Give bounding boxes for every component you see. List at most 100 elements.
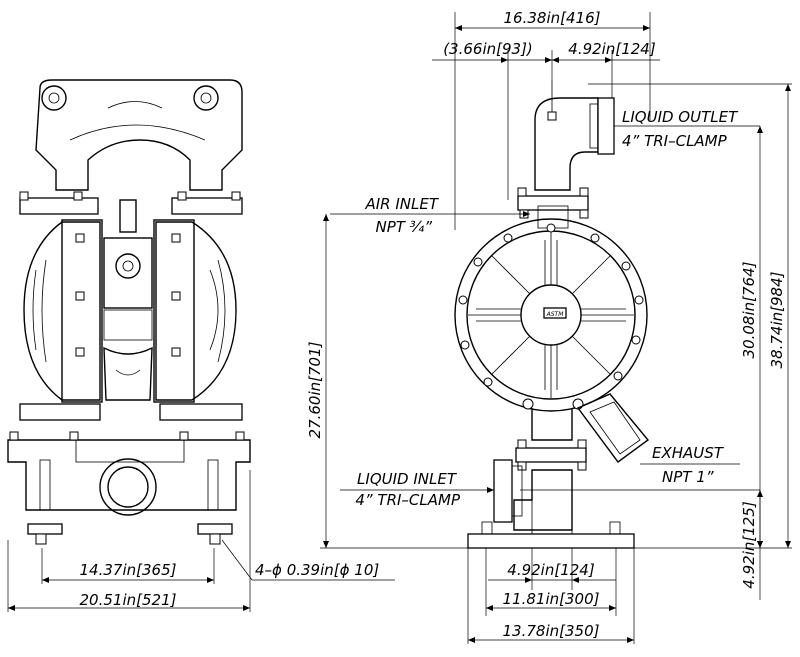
- base-stud-left: [481, 521, 493, 535]
- right-diaphragm-chamber: [155, 221, 237, 401]
- center-air-valve: [103, 237, 153, 309]
- bolt: [75, 347, 85, 357]
- center-lower-body: [103, 346, 153, 401]
- mount-holes-label: 4–ϕ 0.39in[ϕ 10]: [255, 561, 379, 579]
- side-dimensions: 16.38in[416] (3.66in[93]) 4.92in[124] LI…: [306, 9, 792, 644]
- air-inlet-fitting-front: [119, 199, 137, 233]
- manifold-contour: [69, 124, 206, 141]
- dim-arrows: [501, 57, 612, 63]
- front-bolt-span-label: 14.37in[365]: [80, 561, 177, 579]
- bolt: [473, 257, 483, 267]
- bolt: [547, 111, 557, 121]
- bolt: [577, 439, 587, 449]
- air-inlet-height-label: 27.60in[701]: [306, 341, 324, 438]
- bolt: [634, 295, 644, 305]
- exhaust-conn-label: NPT 1”: [662, 468, 714, 486]
- overall-height-label: 38.74in[984]: [768, 271, 786, 368]
- bolt: [621, 261, 631, 271]
- foot-right: [197, 523, 233, 535]
- lower-flange-left: [19, 403, 101, 421]
- bolt: [69, 431, 79, 441]
- chamber-spokes: [468, 232, 634, 398]
- outlet-height-label: 30.08in[764]: [740, 261, 758, 358]
- side-lower-neck: [531, 408, 573, 441]
- front-overall-width-label: 20.51in[521]: [80, 591, 177, 609]
- bolt: [231, 191, 241, 201]
- left-chamber-ring: [61, 219, 103, 403]
- leader-mount-holes: [221, 539, 253, 581]
- base-hole-span-label: 11.81in[300]: [503, 590, 600, 608]
- bolt: [75, 291, 85, 301]
- upper-flange-right: [171, 197, 243, 215]
- inlet-clamp-flange: [493, 459, 513, 523]
- outlet-clamp-ring: [589, 103, 599, 149]
- overall-depth-label: 16.38in[416]: [504, 9, 601, 27]
- side-base-plate: [467, 533, 635, 549]
- inlet-clamp-ring: [511, 465, 523, 517]
- base-stud-right: [609, 521, 621, 535]
- bolt: [179, 431, 189, 441]
- dim-arrows: [523, 211, 530, 217]
- outlet-elbow: [534, 97, 599, 191]
- inlet-height-label: 4.92in[125]: [740, 501, 758, 589]
- exhaust-muffler: [576, 393, 650, 463]
- bolt: [460, 340, 470, 350]
- right-chamber-ring: [153, 219, 195, 403]
- outlet-offset-right-label: 4.92in[124]: [568, 40, 656, 58]
- bolt: [579, 187, 589, 197]
- bolt: [590, 233, 600, 243]
- dim-arrows: [487, 487, 494, 493]
- lower-flange-right: [159, 403, 243, 421]
- lifting-eye-right-hole: [200, 92, 212, 104]
- bolt: [546, 223, 556, 233]
- air-valve-port: [115, 253, 141, 279]
- bolt: [503, 233, 513, 243]
- bolt: [171, 291, 181, 301]
- left-diaphragm-chamber: [23, 221, 101, 401]
- spokes: [468, 232, 634, 398]
- dim-arrows: [757, 490, 763, 548]
- bolt: [579, 209, 589, 219]
- nameplate-text: ASTM: [546, 311, 565, 318]
- bolt: [517, 439, 527, 449]
- side-upper-flange: [517, 195, 589, 211]
- front-outlet-manifold: [35, 79, 243, 191]
- lifting-eye-left-hole: [48, 92, 60, 104]
- bolt: [209, 533, 221, 545]
- lifting-eye-right: [193, 85, 219, 111]
- outlet-clamp-flange: [597, 97, 615, 155]
- air-inlet-conn-label: NPT ¾”: [375, 218, 432, 236]
- liquid-outlet-label: LIQUID OUTLET: [622, 108, 739, 126]
- base-bolt-span-label: 4.92in[124]: [507, 561, 595, 579]
- leg-right: [207, 459, 219, 511]
- bolt: [73, 191, 83, 201]
- chamber-ribs: [32, 259, 226, 363]
- bolt: [19, 191, 29, 201]
- bolt: [458, 295, 468, 305]
- air-inlet-label: AIR INLET: [364, 195, 439, 213]
- bolt: [522, 398, 534, 410]
- inlet-elbow: [513, 469, 573, 531]
- outlet-offset-left-label: (3.66in[93]): [443, 40, 533, 58]
- inlet-manifold-top: [75, 439, 185, 463]
- bolt: [35, 533, 47, 545]
- bolt: [613, 371, 623, 381]
- leg-left: [39, 459, 51, 511]
- bolt: [75, 233, 85, 243]
- exhaust-muffler-inner: [589, 401, 641, 455]
- center-block: [103, 309, 153, 341]
- chamber-outer-ring: [454, 218, 648, 412]
- muffler-contour: [115, 369, 141, 376]
- foot-left: [27, 523, 63, 535]
- air-valve-port-inner: [122, 260, 134, 272]
- bolt: [631, 335, 641, 345]
- liquid-outlet-conn-label: 4” TRI–CLAMP: [622, 132, 728, 150]
- bolt: [577, 461, 587, 471]
- front-inlet-manifold: [7, 439, 251, 511]
- nameplate: [543, 307, 567, 319]
- bolt: [177, 191, 187, 201]
- bolt: [483, 377, 493, 387]
- bolt: [171, 233, 181, 243]
- lifting-eye-left: [41, 85, 67, 111]
